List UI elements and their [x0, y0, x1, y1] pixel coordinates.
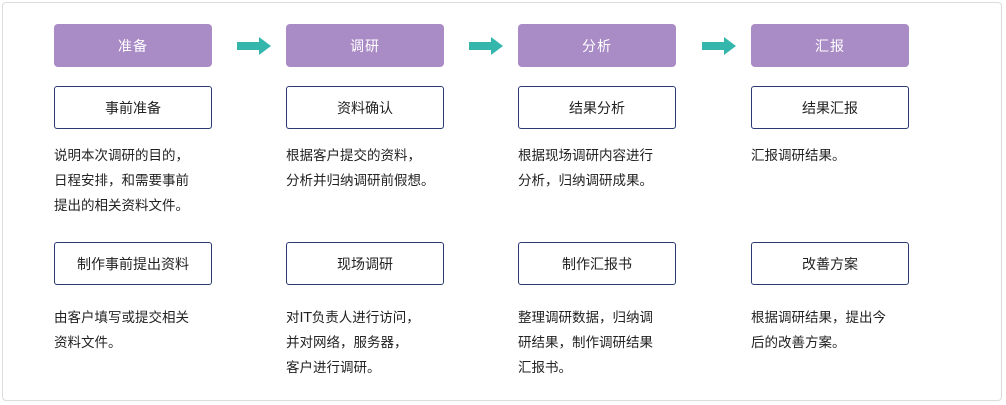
step-description: 对IT负责人进行访问， 并对网络，服务器， 客户进行调研。	[286, 310, 420, 376]
step-result-report: 结果汇报	[751, 86, 909, 129]
step-description: 整理调研数据，归纳调 研结果，制作调研结果 汇报书。	[518, 310, 653, 376]
step-description: 根据现场调研内容进行 分析，归纳调研成果。	[518, 148, 653, 189]
step-improvement-plan: 改善方案	[751, 242, 909, 285]
step-description: 根据调研结果，提出今 后的改善方案。	[751, 310, 886, 351]
step-pre-preparation: 事前准备	[54, 86, 212, 129]
step-result-analysis: 结果分析	[518, 86, 676, 129]
stage-research: 调研	[286, 24, 444, 67]
step-description: 说明本次调研的目的， 日程安排，和需要事前 提出的相关资料文件。	[54, 148, 189, 214]
diagram-frame	[2, 2, 1002, 401]
arrow-right-icon	[702, 37, 736, 55]
step-description: 汇报调研结果。	[751, 148, 846, 164]
stage-analysis: 分析	[518, 24, 676, 67]
step-material-check: 资料确认	[286, 86, 444, 129]
step-make-report: 制作汇报书	[518, 242, 676, 285]
arrow-right-icon	[469, 37, 503, 55]
step-onsite-research: 现场调研	[286, 242, 444, 285]
step-description: 根据客户提交的资料， 分析并归纳调研前假想。	[286, 148, 435, 189]
stage-report: 汇报	[751, 24, 909, 67]
step-make-pre-materials: 制作事前提出资料	[54, 242, 212, 285]
step-description: 由客户填写或提交相关 资料文件。	[54, 310, 189, 351]
arrow-right-icon	[237, 37, 271, 55]
stage-prepare: 准备	[54, 24, 212, 67]
